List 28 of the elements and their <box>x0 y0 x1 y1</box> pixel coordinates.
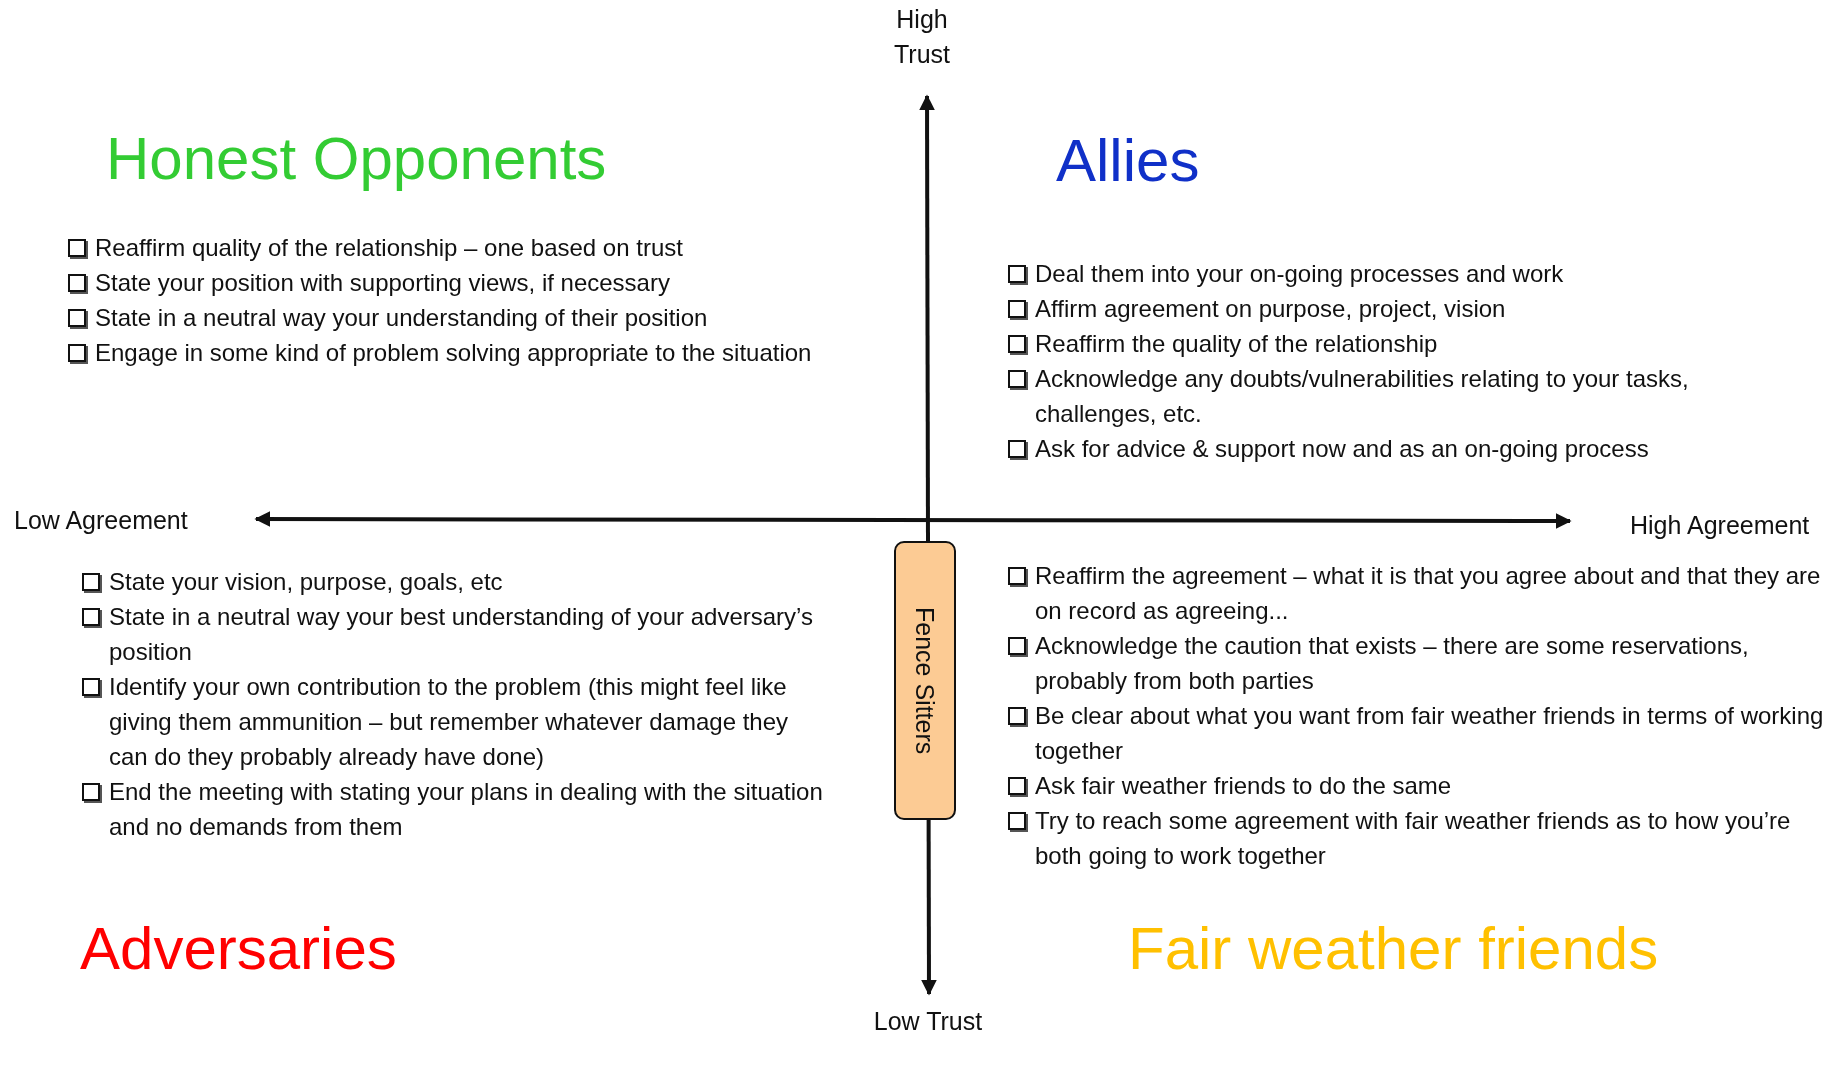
quadrant-title: Honest Opponents <box>106 124 607 194</box>
rounded-box <box>894 541 956 820</box>
bullet-text: Identify your own contribution to the problem (this might feel like giving them ammunition – but remember whatever damage they can do they probably already have done) <box>109 672 789 772</box>
bullet-text: Affirm agreement on purpose, project, vision <box>1035 294 1506 324</box>
axis-label: High Trust <box>893 4 951 70</box>
quadrant-title: Allies <box>1056 126 1200 196</box>
axis-label: Low Agreement <box>14 505 189 536</box>
bullet-text: Deal them into your on-going processes and work <box>1035 259 1564 289</box>
quadrant-title: Fair weather friends <box>1128 914 1659 984</box>
axis-label: High Agreement <box>1630 510 1811 541</box>
bullet-text: Ask fair weather friends to do the same <box>1035 771 1452 801</box>
bullet-text: Reaffirm quality of the relationship – one based on trust <box>95 233 683 263</box>
bullet-text: Acknowledge any doubts/vulnerabilities relating to your tasks, challenges, etc. <box>1035 364 1690 429</box>
bullet-text: State in a neutral way your understanding of their position <box>95 303 708 333</box>
bullet-text: Reaffirm the quality of the relationship <box>1035 329 1438 359</box>
axis-label: Low Trust <box>872 1006 984 1037</box>
bullet-text: Be clear about what you want from fair weather friends in terms of working together <box>1035 701 1825 766</box>
box-label: Fence Sitters <box>910 606 940 755</box>
bullet-text: Reaffirm the agreement – what it is that you agree about and that they are on record as agreeing... <box>1035 561 1822 626</box>
bullet-text: Try to reach some agreement with fair weather friends as to how you’re both going to work together <box>1035 806 1792 871</box>
bullet-text: Ask for advice & support now and as an on-going process <box>1035 434 1649 464</box>
quadrant-title: Adversaries <box>80 914 397 984</box>
bullet-text: Acknowledge the caution that exists – there are some reservations, probably from both parties <box>1035 631 1750 696</box>
bullet-text: End the meeting with stating your plans in dealing with the situation and no demands from them <box>109 777 824 842</box>
bullet-text: State in a neutral way your best understanding of your adversary’s position <box>109 602 814 667</box>
bullet-text: State your position with supporting views, if necessary <box>95 268 670 298</box>
bullet-text: Engage in some kind of problem solving appropriate to the situation <box>95 338 812 368</box>
bullet-text: State your vision, purpose, goals, etc <box>109 567 503 597</box>
